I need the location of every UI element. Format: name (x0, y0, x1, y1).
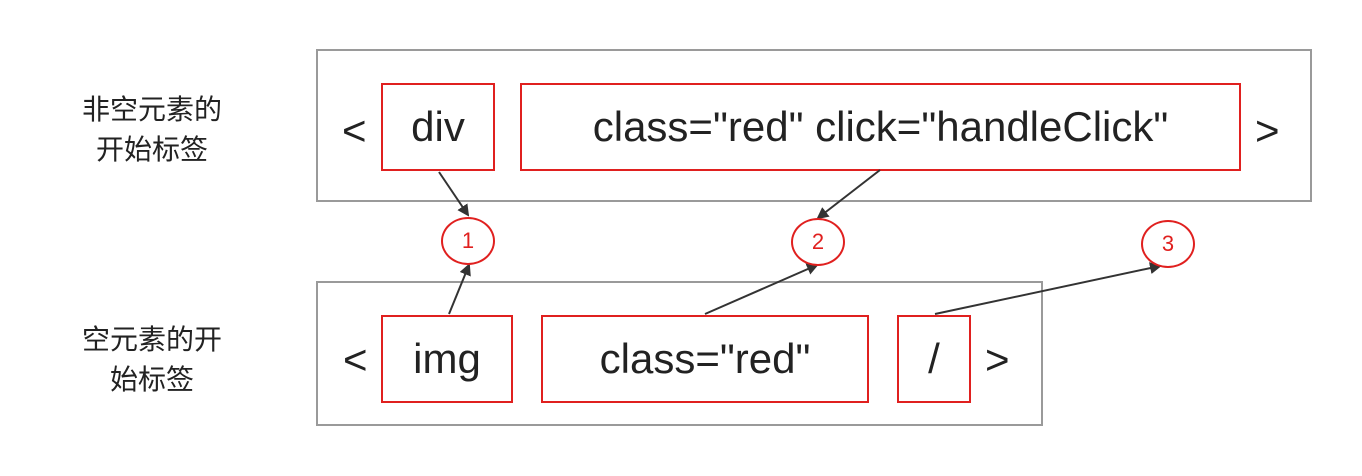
label-empty-start-tag: 空元素的开 始标签 (62, 320, 242, 400)
bottom-attributes: class="red" (599, 335, 811, 382)
badge-2: 2 (791, 218, 845, 266)
bottom-close-bracket: > (985, 336, 1010, 383)
bottom-tag-name: img (413, 335, 481, 382)
empty-tag-row (316, 281, 1043, 426)
badge-3: 3 (1141, 220, 1195, 268)
label-non-empty-start-tag: 非空元素的 开始标签 (62, 90, 242, 170)
bottom-attributes-box: class="red" (541, 315, 869, 403)
top-attributes: class="red" click="handleClick" (592, 103, 1169, 150)
top-tag-name-box: div (381, 83, 495, 171)
label-empty-line1: 空元素的开 (81, 323, 222, 356)
bottom-self-close-box: / (897, 315, 971, 403)
top-open-bracket: < (342, 107, 367, 154)
bottom-self-close: / (928, 335, 940, 382)
bottom-tag-name-box: img (381, 315, 513, 403)
top-tag-name: div (411, 103, 465, 150)
top-attributes-box: class="red" click="handleClick" (520, 83, 1241, 171)
label-empty-line2: 始标签 (109, 363, 194, 396)
non-empty-tag-row (316, 49, 1312, 202)
badge-1: 1 (441, 217, 495, 265)
bottom-open-bracket: < (343, 336, 368, 383)
label-non-empty-line1: 非空元素的 (81, 93, 222, 126)
label-non-empty-line2: 开始标签 (95, 133, 208, 166)
top-close-bracket: > (1255, 107, 1280, 154)
